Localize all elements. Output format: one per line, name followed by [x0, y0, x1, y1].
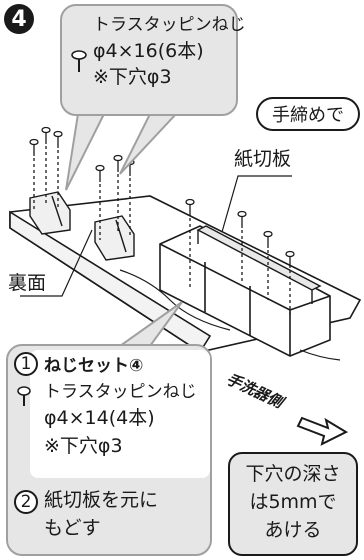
screw-icon	[237, 210, 247, 284]
screw-size: φ4×14(4本)	[44, 407, 155, 429]
step-number-badge: 4	[4, 4, 34, 34]
partition-plate	[196, 225, 322, 304]
screw-name: トラスタッピンねじ	[44, 382, 197, 402]
instruction-callout-bottom: ねじセット④ トラスタッピンねじ φ4×14(4本) ※下穴φ3 1 2 紙切板…	[6, 344, 212, 556]
screw-icon	[53, 130, 63, 210]
screw-icon	[95, 164, 105, 240]
depth-line-1: 下穴の深さ	[245, 463, 341, 485]
screw-icon	[29, 138, 39, 212]
pilot-hole-note: ※下穴φ3	[93, 66, 172, 88]
hand-tighten-label: 手締めで	[256, 97, 360, 131]
screw-spec-callout-top: トラスタッピンねじ φ4×16(6本) ※下穴φ3	[60, 4, 246, 116]
direction-arrow	[296, 416, 349, 446]
back-side-label: 裏面	[6, 268, 49, 295]
screw-icon	[17, 386, 31, 406]
screw-name: トラスタッピンねじ	[93, 15, 246, 35]
screw-set-title: ねじセット④	[44, 356, 144, 376]
step-2-number: 2	[14, 490, 38, 514]
pilot-hole-note: ※下穴φ3	[44, 435, 123, 457]
depth-line-3: あける	[264, 519, 322, 541]
screw-icon	[285, 250, 295, 318]
screw-set-box: ねじセット④ トラスタッピンねじ φ4×14(4本) ※下穴φ3	[30, 350, 210, 478]
screw-icon	[263, 230, 273, 300]
screw-icon	[41, 126, 51, 206]
restore-partition-text: 紙切板を元に	[44, 489, 159, 511]
holder-box	[159, 225, 331, 357]
leader-lines	[20, 175, 292, 297]
pilot-depth-note: 下穴の深さ は5mmで あける	[228, 452, 358, 556]
restore-partition-text-2: もどす	[44, 517, 101, 539]
floor-lines	[119, 269, 341, 361]
screw-icon	[185, 198, 195, 290]
screw-icon	[113, 154, 123, 232]
screw-icon	[71, 50, 87, 72]
depth-line-2: は5mmで	[249, 491, 337, 513]
partition-label: 紙切板	[232, 144, 294, 171]
screw-size: φ4×16(6本)	[93, 40, 204, 62]
step-1-number: 1	[14, 352, 38, 376]
callout-tails	[65, 113, 183, 347]
left-bracket-2	[94, 215, 135, 261]
